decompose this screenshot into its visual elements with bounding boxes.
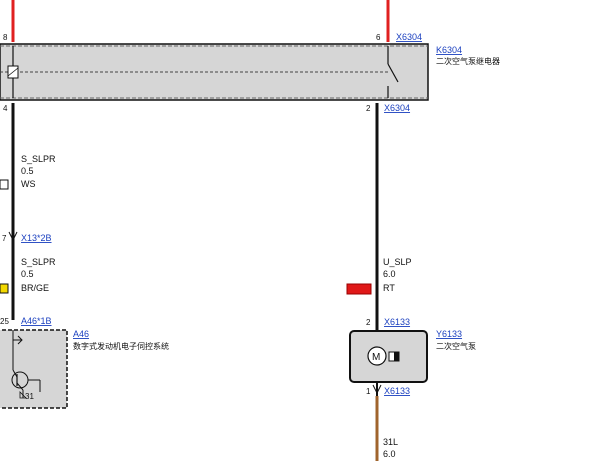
pump-id-link[interactable]: Y6133 (436, 329, 462, 339)
wire-ground-signal: 31L (383, 437, 398, 447)
pump-y6133: M (349, 330, 428, 383)
transistor-icon (11, 340, 41, 398)
relay-pin-top-right: 6 (376, 33, 381, 42)
wire-left-upper-signal: S_SLPR (21, 154, 56, 164)
connector-bottom-icon (372, 384, 382, 395)
relay-coil-icon (7, 46, 19, 98)
relay-pin-top-left: 8 (3, 33, 8, 42)
connector-mid-pin: 7 (2, 234, 7, 243)
wire-color-swatch-yellow (0, 283, 9, 294)
ecu-ground-pin: 31 (25, 392, 34, 401)
pump-pin-bottom: 1 (366, 387, 371, 396)
ground-icon (19, 391, 27, 399)
wire-left-lower-gauge: 0.5 (21, 269, 34, 279)
wire-right-gauge: 6.0 (383, 269, 396, 279)
pump-pin-top: 2 (366, 318, 371, 327)
connector-mid-icon (8, 231, 18, 242)
relay-switch-icon (387, 46, 399, 98)
pump-name: 二次空气泵 (436, 341, 476, 351)
pump-connector-top-link[interactable]: X6133 (384, 317, 410, 327)
ecu-pin: 25 (0, 317, 9, 326)
ecu-id-link[interactable]: A46 (73, 329, 89, 339)
wire-right-color-code: RT (383, 283, 395, 293)
wire-color-swatch-white (0, 179, 9, 190)
wire-left-lower-signal: S_SLPR (21, 257, 56, 267)
wire-color-swatch-red (346, 283, 372, 295)
wire-right-signal: U_SLP (383, 257, 412, 267)
relay-pin-bottom-left: 4 (3, 104, 8, 113)
wire-ground-gauge: 6.0 (383, 449, 396, 459)
connector-mid-link[interactable]: X13*2B (21, 233, 52, 243)
wire-left-upper-color-code: WS (21, 179, 36, 189)
relay-pin-bottom-right: 2 (366, 104, 371, 113)
relay-name: 二次空气泵继电器 (436, 56, 500, 66)
pump-connector-bottom-link[interactable]: X6133 (384, 386, 410, 396)
ecu-name: 数字式发动机电子伺控系统 (73, 341, 169, 351)
relay-connector-top-link[interactable]: X6304 (396, 32, 422, 42)
relay-k6304 (0, 43, 429, 101)
relay-connector-bottom-link[interactable]: X6304 (384, 103, 410, 113)
ecu-a46: 31 (0, 329, 68, 409)
wire-left-upper-gauge: 0.5 (21, 166, 34, 176)
relay-id-link[interactable]: K6304 (436, 45, 462, 55)
svg-text:M: M (372, 352, 380, 363)
wire-left-lower-color-code: BR/GE (21, 283, 49, 293)
ecu-connector-link[interactable]: A46*1B (21, 316, 52, 326)
motor-icon: M (367, 346, 400, 366)
